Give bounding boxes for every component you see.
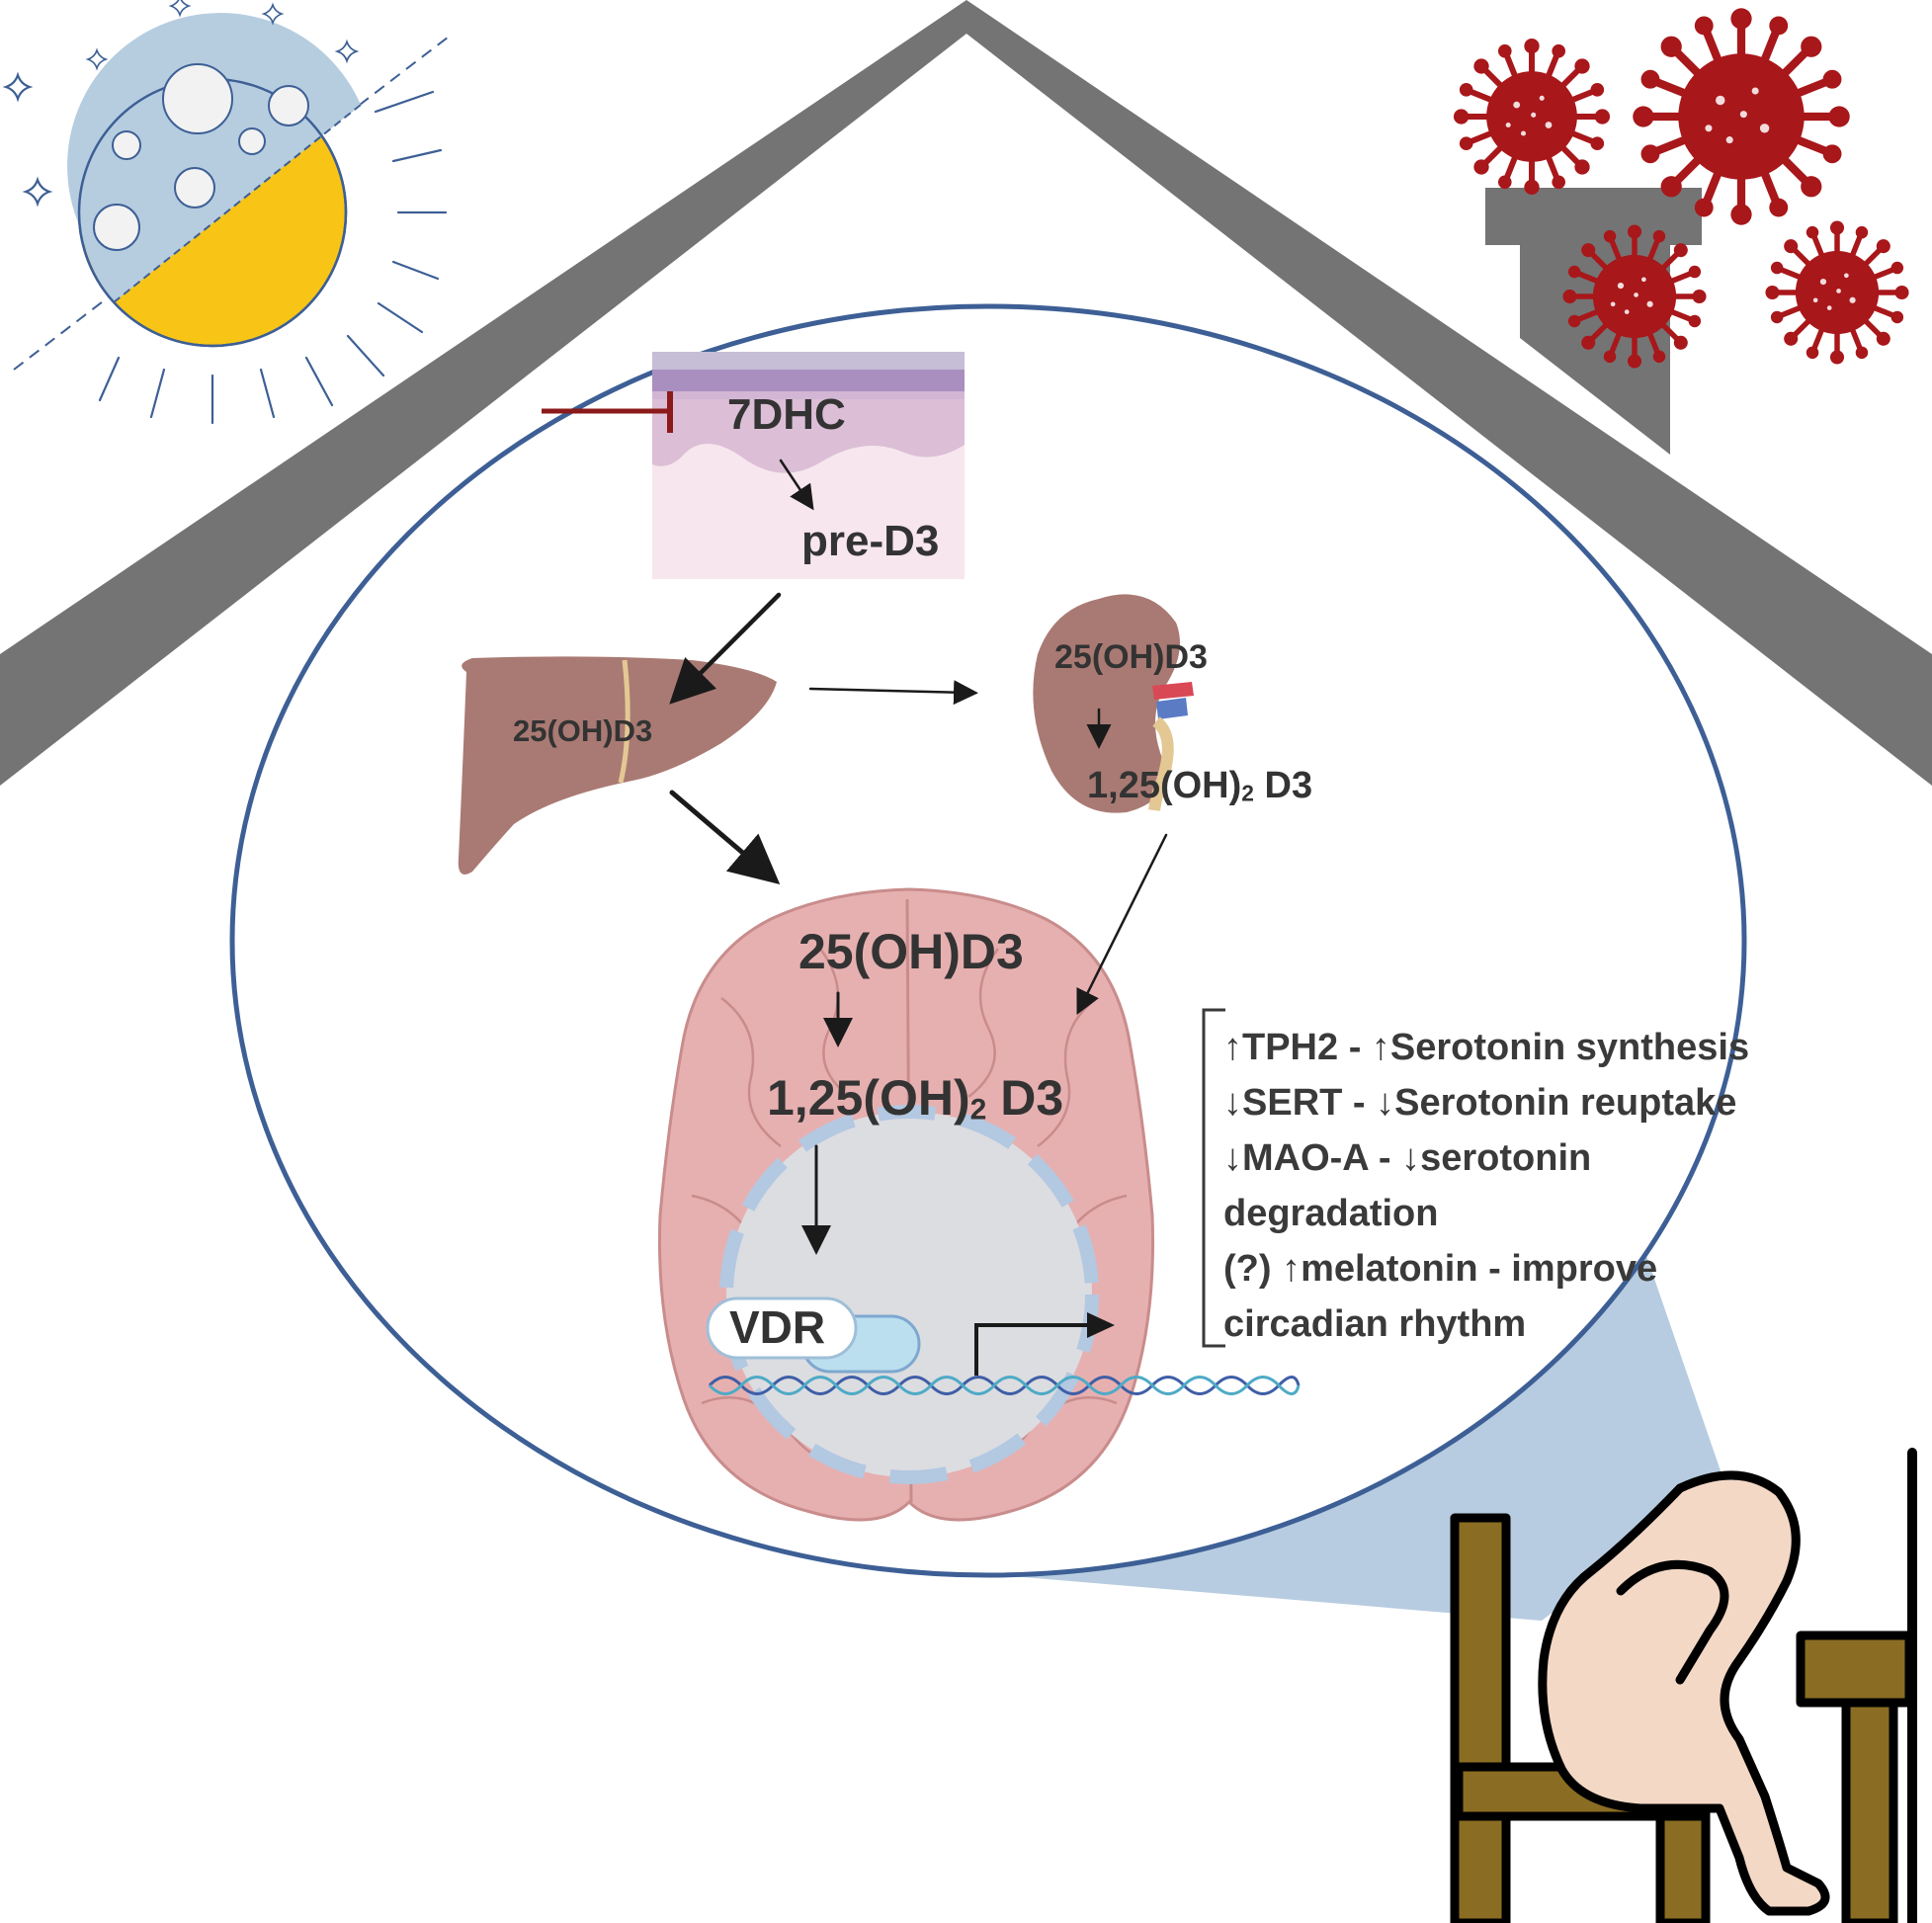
- chimney-icon: [1485, 188, 1702, 455]
- vdr-complex: [706, 1296, 921, 1374]
- kidney-input-label: 25(OH)D3: [1054, 638, 1208, 676]
- pathway-arrows: [669, 459, 1168, 1255]
- effect-line: ↓MAO-A - ↓serotonin: [1223, 1137, 1592, 1179]
- liver-icon: [458, 656, 777, 875]
- liver-ligament: [618, 659, 630, 784]
- virus-icon: [1562, 224, 1706, 368]
- skin-icon: [652, 352, 965, 579]
- effect-line: ↑TPH2 - ↑Serotonin synthesis: [1223, 1027, 1750, 1068]
- nucleus-icon: [719, 1105, 1099, 1484]
- desk-icon: [1796, 1630, 1914, 1708]
- kidney-output-label: 1,25(OH)2 D3: [1087, 765, 1313, 806]
- effect-line: ↓SERT - ↓Serotonin reuptake: [1223, 1082, 1737, 1124]
- virus-icon: [1633, 8, 1849, 224]
- vdr-label: VDR: [729, 1301, 826, 1353]
- star-icon: [24, 178, 51, 206]
- inhibition-arrow: [542, 391, 673, 433]
- skin-pre-d3-label: pre-D3: [801, 517, 940, 565]
- brain-input-label: 25(OH)D3: [798, 924, 1024, 979]
- star-icon: [336, 41, 358, 62]
- effect-line: degradation: [1223, 1193, 1439, 1234]
- sad-person-scene: [1450, 1448, 1917, 1923]
- star-icon: [4, 73, 32, 101]
- house-roof-icon: [0, 0, 1932, 786]
- transcription-arrow: [974, 1312, 1115, 1376]
- brain-output-label: 1,25(OH)2 D3: [767, 1070, 1064, 1127]
- star-icon: [87, 49, 107, 69]
- star-icon: [170, 0, 190, 16]
- virus-icon: [1454, 39, 1610, 195]
- kidney-icon: [1033, 594, 1194, 813]
- effects-bracket: [1202, 1008, 1225, 1348]
- liver-label: 25(OH)D3: [513, 713, 653, 748]
- virus-icon: [1765, 220, 1908, 364]
- skin-7dhc-label: 7DHC: [727, 390, 846, 439]
- moon-sun-icon: [13, 13, 454, 425]
- effects-list: ↑TPH2 - ↑Serotonin synthesis ↓SERT - ↓Se…: [1223, 1020, 1749, 1352]
- effect-line: (?) ↑melatonin - improve: [1223, 1248, 1658, 1290]
- sad-person-icon: [1538, 1470, 1830, 1916]
- dna-icon: [708, 1376, 1301, 1395]
- effect-line: circadian rhythm: [1223, 1303, 1527, 1345]
